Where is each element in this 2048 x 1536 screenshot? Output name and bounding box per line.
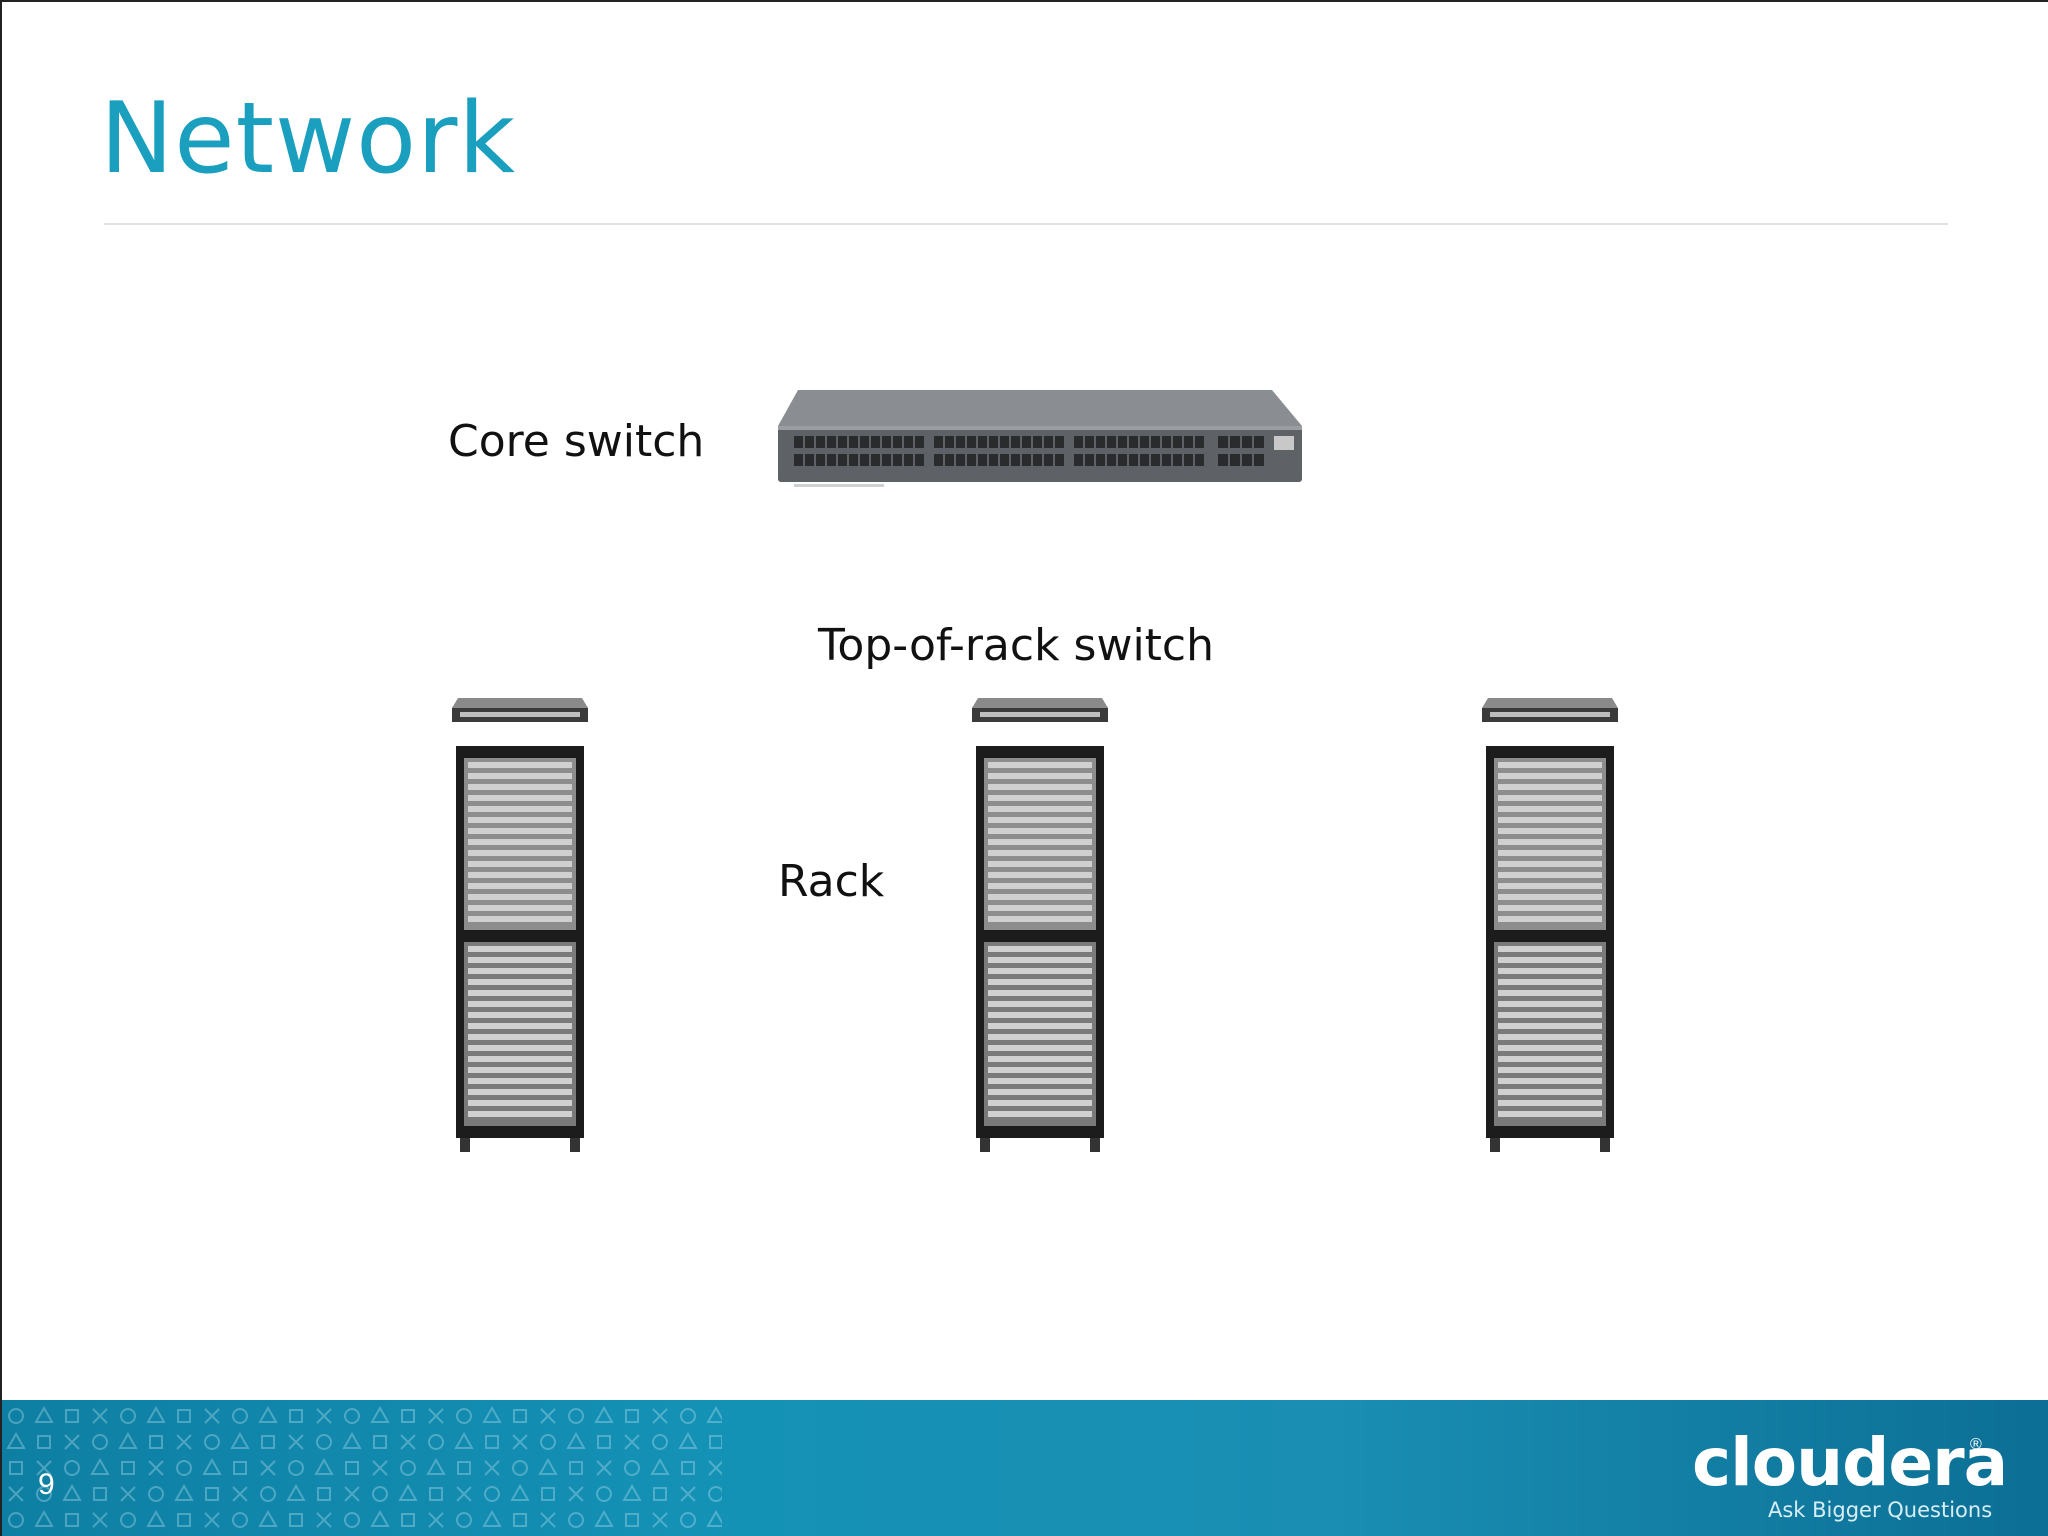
page-number: 9 [38, 1468, 55, 1501]
server-rack-icon [976, 746, 1104, 1152]
server-rack-icon [1486, 746, 1614, 1152]
server-rack-icon [456, 746, 584, 1152]
footer-pattern-decoration [6, 1405, 722, 1528]
logo-tagline: Ask Bigger Questions [1768, 1498, 1993, 1522]
rack-label: Rack [778, 856, 885, 907]
footer-bar: 9 cloudera ® Ask Bigger Questions [2, 1400, 2048, 1536]
slide-title: Network [100, 82, 517, 196]
tor-switch-icon [452, 698, 588, 722]
cloudera-logo: cloudera [1692, 1424, 2008, 1501]
registered-mark: ® [1970, 1436, 1982, 1453]
core-switch-icon [778, 390, 1302, 487]
title-divider [104, 223, 1948, 225]
tor-switch-icon [1482, 698, 1618, 722]
core-switch-label: Core switch [448, 416, 705, 467]
tor-switch-icon [972, 698, 1108, 722]
tor-switch-label: Top-of-rack switch [818, 620, 1214, 671]
